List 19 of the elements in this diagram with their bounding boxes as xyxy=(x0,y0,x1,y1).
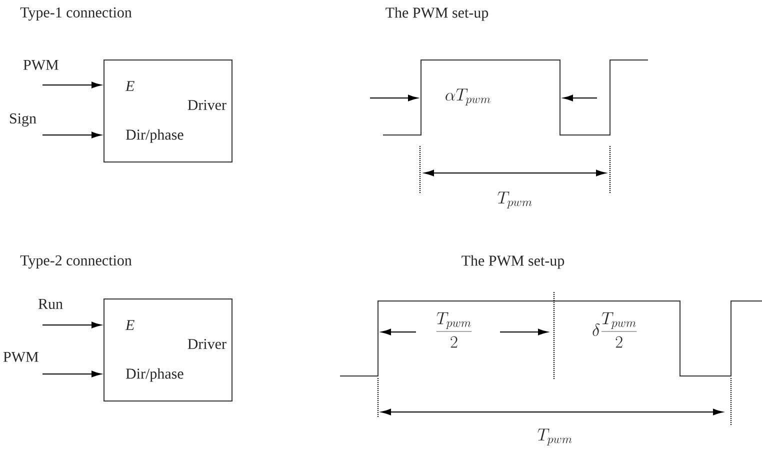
formula-label: $T_{pwm}$ xyxy=(495,190,535,210)
formula-label: $\delta \frac{T_{pwm}}{2}$ xyxy=(590,310,640,350)
formula-label: $\frac{T_{pwm}}{2}$ xyxy=(433,310,475,350)
heading: Type-1 connection xyxy=(20,7,132,21)
edge-label: Run xyxy=(38,299,63,309)
edge-label: PWM xyxy=(23,60,58,70)
arrow xyxy=(42,132,102,138)
formula-label: $\alpha T_{pwm}$ xyxy=(442,86,494,108)
heading: The PWM set-up xyxy=(462,255,564,269)
arrow xyxy=(42,322,102,328)
edge-label: PWM xyxy=(3,352,38,362)
driver-box: E Driver Dir/phase xyxy=(104,60,232,162)
arrow xyxy=(42,82,102,88)
driver-box: E Driver Dir/phase xyxy=(104,298,232,402)
heading: The PWM set-up xyxy=(386,7,488,21)
edge-label: Sign xyxy=(10,113,36,127)
formula-label: $T_{pwm}$ xyxy=(535,426,575,448)
arrow xyxy=(42,370,102,378)
heading: Type-2 connection xyxy=(20,255,132,269)
